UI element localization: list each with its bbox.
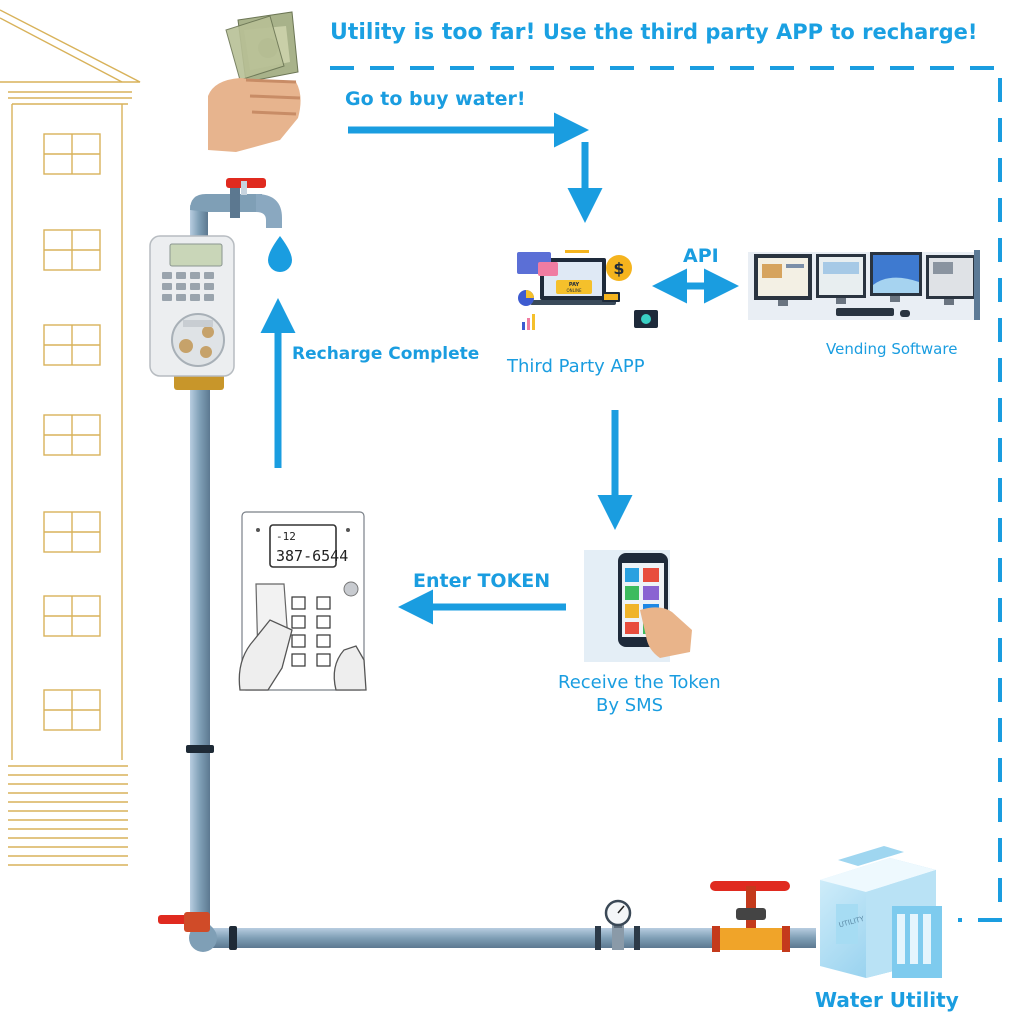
window <box>43 324 101 366</box>
water-utility-building-icon: UTILITY <box>820 846 942 978</box>
flow-arrows <box>260 112 739 625</box>
title-part2: Use the third party APP to recharge! <box>542 20 978 44</box>
title-part1: Utility is too far! <box>330 20 536 45</box>
pipe-valve-left <box>158 912 210 932</box>
third-party-app-label: Third Party APP <box>507 356 645 377</box>
window <box>43 689 101 731</box>
api-label: API <box>683 245 719 267</box>
apartment-building <box>0 9 141 866</box>
water-pipe <box>186 178 816 952</box>
recharge-complete-label: Recharge Complete <box>292 344 480 364</box>
pay-text: PAY <box>569 282 580 288</box>
monitor <box>870 252 922 302</box>
hand-with-money-icon <box>208 11 301 152</box>
monitor <box>926 255 976 305</box>
vending-software-label: Vending Software <box>826 340 958 358</box>
meter-token-value: 387-6544 <box>276 547 348 565</box>
go-buy-water-label: Go to buy water! <box>345 88 526 110</box>
meter-small-value: -12 <box>276 530 296 543</box>
enter-token-label: Enter TOKEN <box>413 570 551 592</box>
smart-water-meter <box>149 235 235 390</box>
vending-software-icon <box>748 250 980 320</box>
gate-valve <box>710 881 790 952</box>
monitor <box>754 254 812 306</box>
pressure-gauge-icon <box>595 899 640 950</box>
phone-sms-icon <box>584 550 692 662</box>
water-utility-label: Water Utility <box>815 988 959 1012</box>
third-party-app-icon: PAY ONLINE $ <box>517 250 658 330</box>
window <box>43 511 101 553</box>
building-windows <box>43 133 101 731</box>
diagram-title: Utility is too far! Use the third party … <box>330 22 977 44</box>
receive-token-label-line2: By SMS <box>596 695 664 716</box>
water-drop-icon <box>268 236 292 272</box>
window <box>43 229 101 271</box>
window <box>43 133 101 175</box>
window <box>43 414 101 456</box>
dashed-route-line <box>330 66 1002 922</box>
svg-text:$: $ <box>613 259 624 278</box>
online-text: ONLINE <box>566 288 582 293</box>
monitor <box>816 254 866 304</box>
meter-keypad-illustration: -12 387-6544 <box>238 511 367 691</box>
receive-token-label-line1: Receive the Token <box>558 672 721 693</box>
window <box>43 595 101 637</box>
